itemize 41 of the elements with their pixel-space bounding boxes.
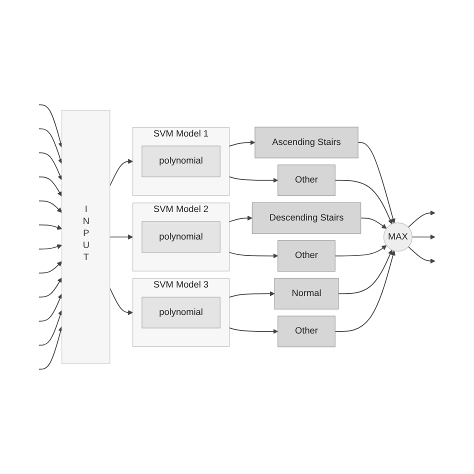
arrow — [109, 158, 134, 186]
arrow — [408, 246, 436, 264]
node-box: polynomial — [142, 146, 220, 178]
arrow — [38, 278, 62, 298]
arrow — [38, 294, 62, 322]
arrow — [358, 142, 396, 224]
arrow — [334, 180, 393, 224]
arrow — [334, 245, 387, 256]
node-box: Other — [278, 164, 336, 196]
node-box: Other — [278, 316, 336, 348]
arrow — [109, 288, 134, 316]
arrow — [38, 224, 62, 230]
arrow — [38, 244, 62, 250]
arrow — [228, 327, 278, 334]
node-box: Descending Stairs — [252, 202, 362, 234]
arrow — [338, 250, 393, 294]
node-box: Other — [278, 240, 336, 272]
arrow — [412, 234, 436, 240]
arrow — [38, 261, 62, 274]
arrow — [38, 104, 64, 148]
node-box: Ascending Stairs — [254, 126, 358, 158]
arrow — [109, 234, 134, 240]
arrow — [228, 216, 252, 222]
arrow — [38, 200, 62, 213]
arrow — [38, 310, 63, 346]
arrow — [38, 176, 62, 196]
arrow — [228, 291, 275, 298]
node-circle: MAX — [383, 222, 412, 252]
arrow — [228, 176, 278, 183]
arrow — [38, 326, 64, 370]
arrow — [360, 218, 387, 229]
arrow — [38, 152, 62, 180]
arrow — [408, 210, 436, 228]
node-box: polynomial — [142, 221, 220, 253]
node-box: INPUT — [62, 110, 110, 364]
node-box: Normal — [274, 278, 339, 310]
node-box: polynomial — [142, 296, 220, 328]
arrow — [38, 128, 63, 164]
arrow — [228, 140, 256, 147]
arrow — [334, 250, 396, 332]
arrow — [228, 252, 278, 258]
